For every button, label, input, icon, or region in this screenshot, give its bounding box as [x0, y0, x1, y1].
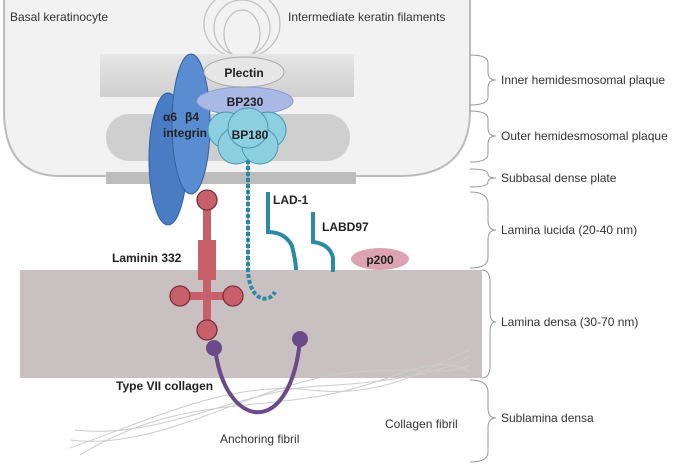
- label-lad-1: LAD-1: [273, 193, 309, 207]
- label-integrin: integrin: [163, 126, 207, 140]
- labd97-fragment: [311, 212, 335, 272]
- label-plectin: Plectin: [224, 66, 263, 80]
- label-bp230: BP230: [227, 95, 264, 109]
- label-keratin-filaments: Intermediate keratin filaments: [288, 10, 445, 24]
- label-anchoring-fibril: Anchoring fibril: [220, 432, 299, 446]
- type-vii-collagen: [206, 331, 308, 415]
- label-collagen-fibril: Collagen fibril: [385, 417, 458, 431]
- label-labd97: LABD97: [322, 220, 369, 234]
- label-type-vii-collagen: Type VII collagen: [116, 379, 213, 393]
- label-basal-keratinocyte: Basal keratinocyte: [10, 10, 108, 24]
- p200: [351, 248, 409, 270]
- label-p200: p200: [366, 253, 394, 267]
- plectin: [203, 56, 285, 88]
- label-laminin-332: Laminin 332: [112, 251, 182, 265]
- collagen-fibril: [69, 349, 471, 456]
- label-beta4: β4: [185, 110, 199, 124]
- lad-1-fragment: [266, 192, 298, 271]
- layer-label-sublamina-densa: Sublamina densa: [501, 411, 594, 425]
- layer-label-subbasal-dense-plate: Subbasal dense plate: [501, 171, 617, 185]
- bp180-stalk: [246, 160, 277, 301]
- layer-label-lamina-lucida: Lamina lucida (20-40 nm): [501, 223, 637, 237]
- bp180: [207, 107, 287, 165]
- alpha6-beta4-integrin: [148, 53, 211, 226]
- label-bp180: BP180: [232, 128, 269, 142]
- layer-label-outer-plaque: Outer hemidesmosomal plaque: [501, 129, 668, 143]
- label-alpha6: α6: [163, 110, 177, 124]
- subbasal-dense-plate: [106, 172, 356, 184]
- laminin-332: [169, 189, 244, 341]
- layer-braces: [469, 54, 497, 463]
- layer-label-lamina-densa: Lamina densa (30-70 nm): [501, 315, 638, 329]
- layer-label-inner-plaque: Inner hemidesmosomal plaque: [501, 73, 665, 87]
